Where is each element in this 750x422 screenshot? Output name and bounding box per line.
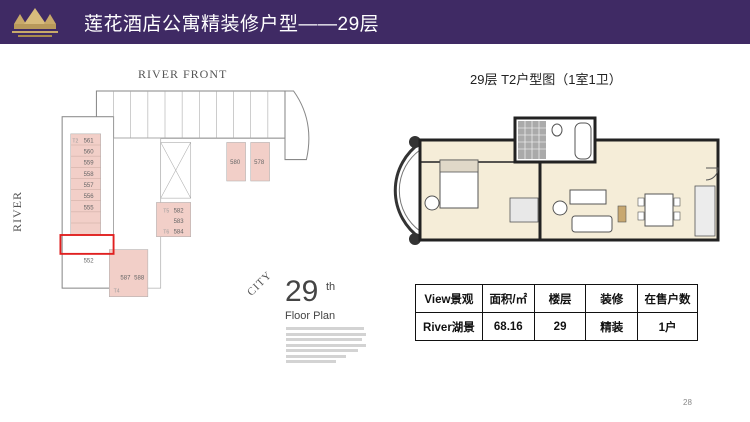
floor-plan-label: Floor Plan bbox=[285, 310, 336, 322]
table-cell-units-on-sale: 1户 bbox=[637, 312, 698, 341]
unit-label-556: 556 bbox=[84, 194, 95, 200]
unit-label-557: 557 bbox=[84, 183, 95, 189]
unit-floor-plan bbox=[393, 116, 720, 245]
table-cell-view: River湖景 bbox=[415, 312, 483, 341]
unit-label-559: 559 bbox=[84, 161, 95, 167]
river-front-label: RIVER FRONT bbox=[138, 67, 228, 81]
unit-label-561: 561 bbox=[84, 138, 95, 144]
unit-label-580: 580 bbox=[230, 160, 241, 166]
page-number: 28 bbox=[683, 398, 692, 407]
unit-label-560: 560 bbox=[84, 150, 95, 156]
floor-number: 29 bbox=[285, 275, 319, 308]
type-label-t4: T4 bbox=[114, 288, 120, 294]
table-cell-decoration: 精装 bbox=[585, 312, 639, 341]
brand-logo-icon bbox=[6, 2, 64, 42]
river-label: RIVER bbox=[10, 191, 24, 232]
unit-label-578: 578 bbox=[254, 160, 265, 166]
table-header-units-on-sale: 在售户数 bbox=[637, 284, 698, 313]
table-header-decoration: 装修 bbox=[585, 284, 639, 313]
table-header-area: 面积/㎡ bbox=[481, 284, 535, 313]
floor-notes-placeholder bbox=[286, 327, 366, 366]
unit-label-583: 583 bbox=[174, 219, 185, 225]
unit-label-582: 582 bbox=[174, 209, 185, 215]
unit-label-587: 587 bbox=[120, 276, 131, 282]
page-title: 莲花酒店公寓精装修户型——29层 bbox=[84, 14, 380, 35]
floor-suffix: th bbox=[326, 281, 336, 293]
unit-label-555: 555 bbox=[84, 205, 95, 211]
building-floor-plan: 561 560 559 558 557 556 555 552 582 583 … bbox=[59, 90, 310, 297]
header-bar: 莲花酒店公寓精装修户型——29层 bbox=[0, 0, 750, 44]
type-label-t2: T2 bbox=[72, 138, 78, 144]
table-header-floor: 楼层 bbox=[533, 284, 587, 313]
table-cell-floor: 29 bbox=[533, 312, 587, 341]
table-header-view: View景观 bbox=[415, 284, 483, 313]
unit-info-table: View景观 面积/㎡ 楼层 装修 在售户数 River湖景 68.16 29 … bbox=[415, 284, 698, 341]
table-row: River湖景 68.16 29 精装 1户 bbox=[415, 312, 698, 341]
type-label-t5: T5 bbox=[163, 209, 169, 215]
unit-label-584: 584 bbox=[174, 229, 185, 235]
table-header-row: View景观 面积/㎡ 楼层 装修 在售户数 bbox=[415, 284, 698, 313]
type-label-t6: T6 bbox=[163, 229, 169, 235]
unit-plan-title: 29层 T2户型图（1室1卫） bbox=[470, 72, 622, 87]
table-cell-area: 68.16 bbox=[481, 312, 535, 341]
unit-label-588: 588 bbox=[134, 276, 145, 282]
unit-label-558: 558 bbox=[84, 172, 95, 178]
unit-label-552: 552 bbox=[84, 258, 95, 264]
